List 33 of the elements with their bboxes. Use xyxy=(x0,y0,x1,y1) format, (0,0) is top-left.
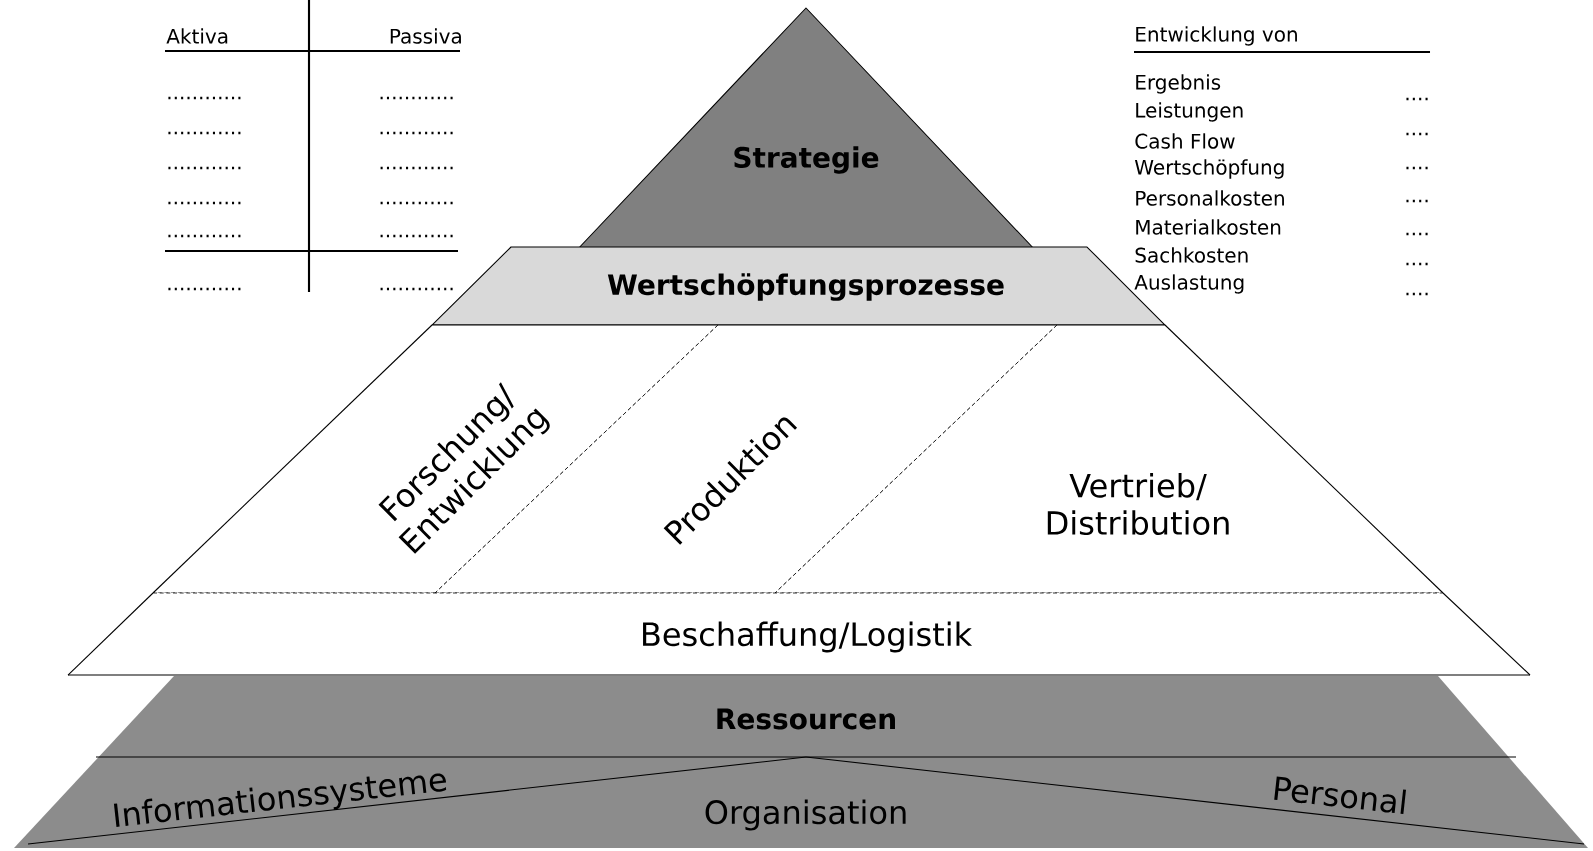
placeholder-dots: ............ xyxy=(380,166,453,170)
placeholder-dots: ............ xyxy=(380,201,453,205)
list-item: Materialkosten xyxy=(1136,219,1281,235)
placeholder-dots: .... xyxy=(1406,262,1428,266)
list-item: Ergebnis xyxy=(1136,74,1221,94)
section-label: Organisation xyxy=(705,799,906,831)
placeholder-dots: .... xyxy=(1406,166,1428,170)
placeholder-dots: .... xyxy=(1406,199,1428,203)
placeholder-dots: ............ xyxy=(380,131,453,135)
list-item: Leistungen xyxy=(1136,102,1243,122)
list-item: Personalkosten xyxy=(1136,190,1284,206)
list-item: Cash Flow xyxy=(1135,133,1235,149)
list-item: Wertschöpfung xyxy=(1134,159,1284,179)
placeholder-dots: .... xyxy=(1406,97,1428,101)
placeholder-dots: ............ xyxy=(168,234,241,238)
placeholder-dots: ............ xyxy=(380,96,453,100)
column-heading: Entwicklung von xyxy=(1136,26,1297,46)
placeholder-dots: .... xyxy=(1406,232,1428,236)
section-label: Informationssysteme xyxy=(113,773,447,827)
placeholder-dots: ............ xyxy=(168,201,241,205)
placeholder-dots: ............ xyxy=(168,287,241,291)
section-label: Personal xyxy=(1274,776,1406,814)
placeholder-dots: ............ xyxy=(168,96,241,100)
placeholder-dots: .... xyxy=(1406,292,1428,296)
placeholder-dots: ............ xyxy=(168,166,241,170)
pyramid-top: Strategie xyxy=(574,7,1038,253)
column-heading: Aktiva xyxy=(166,28,228,44)
node-label: Beschaffung/Logistik xyxy=(643,621,973,653)
placeholder-dots: ............ xyxy=(380,234,453,238)
placeholder-dots: .... xyxy=(1406,132,1428,136)
layer-band: Beschaffung/Logistik xyxy=(67,592,1531,676)
placeholder-dots: ............ xyxy=(168,131,241,135)
column-heading: Passiva xyxy=(390,28,461,44)
